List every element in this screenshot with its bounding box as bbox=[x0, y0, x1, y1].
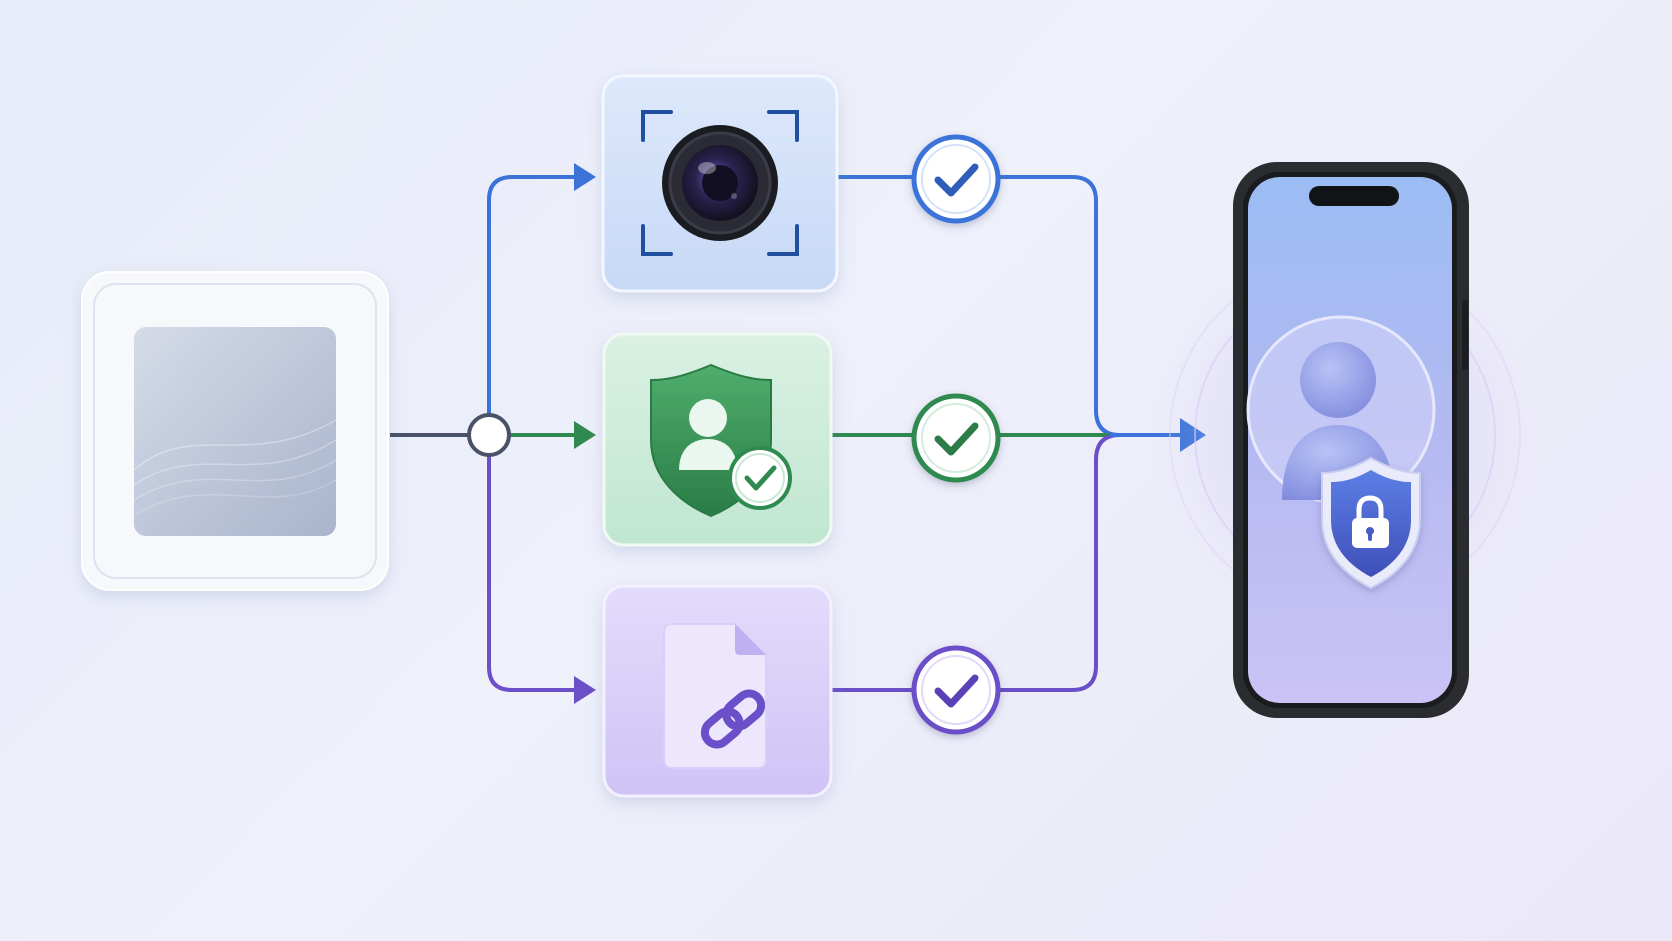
phone-notch bbox=[1309, 186, 1399, 206]
arrowhead-camera bbox=[574, 163, 596, 191]
junction-node bbox=[467, 413, 511, 457]
viewfinder-icon bbox=[641, 110, 799, 256]
connector-document-to-target bbox=[830, 433, 1121, 692]
arrowhead-document bbox=[574, 676, 596, 704]
status-check-document bbox=[911, 645, 1001, 735]
shield-user-check-icon bbox=[650, 363, 792, 518]
image-placeholder-icon bbox=[133, 327, 337, 536]
check-icon bbox=[934, 163, 979, 197]
arrowhead-identity bbox=[574, 421, 596, 449]
status-check-identity bbox=[911, 393, 1001, 483]
status-check-camera bbox=[911, 134, 1001, 224]
camera-icon bbox=[662, 125, 778, 241]
check-icon bbox=[934, 674, 979, 708]
secure-user-icon bbox=[1246, 315, 1436, 505]
connector-to-document bbox=[487, 455, 580, 692]
document-link-icon bbox=[663, 623, 767, 769]
check-icon bbox=[934, 422, 979, 456]
lock-shield-icon bbox=[1321, 456, 1421, 590]
connector-to-camera bbox=[487, 175, 580, 415]
connector-camera-to-target bbox=[836, 175, 1121, 437]
